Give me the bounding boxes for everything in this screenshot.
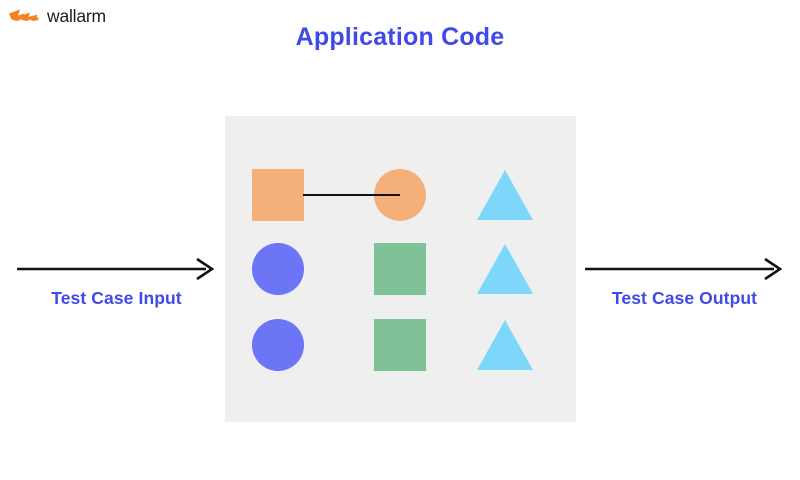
brand-name: wallarm [47, 6, 106, 27]
connector-line [303, 194, 400, 196]
test-case-input-label: Test Case Input [51, 288, 182, 308]
wallarm-lightning-logo-icon [9, 9, 39, 21]
periwinkle-circle-1 [252, 243, 304, 295]
sky-triangle-3 [477, 320, 533, 370]
shape-cell [370, 315, 430, 375]
sky-triangle-1 [477, 170, 533, 220]
shape-cell [370, 239, 430, 299]
shape-cell [248, 239, 308, 299]
test-case-output-flow: Test Case Output [582, 256, 787, 309]
shape-cell [475, 165, 535, 225]
shape-cell [475, 315, 535, 375]
sky-triangle-2 [477, 244, 533, 294]
shape-cell [248, 315, 308, 375]
brand-logo: wallarm [8, 7, 106, 27]
test-case-input-flow: Test Case Input [14, 256, 219, 309]
test-case-output-label: Test Case Output [611, 288, 758, 308]
shape-grid [225, 116, 576, 422]
page-title: Application Code [295, 23, 505, 51]
application-code-box [225, 116, 576, 422]
arrow-right-icon [585, 257, 783, 281]
shape-cell [475, 239, 535, 299]
shape-cell [248, 165, 308, 225]
green-square-1 [374, 243, 426, 295]
orange-square [252, 169, 304, 221]
green-square-2 [374, 319, 426, 371]
periwinkle-circle-2 [252, 319, 304, 371]
arrow-right-icon [17, 257, 215, 281]
